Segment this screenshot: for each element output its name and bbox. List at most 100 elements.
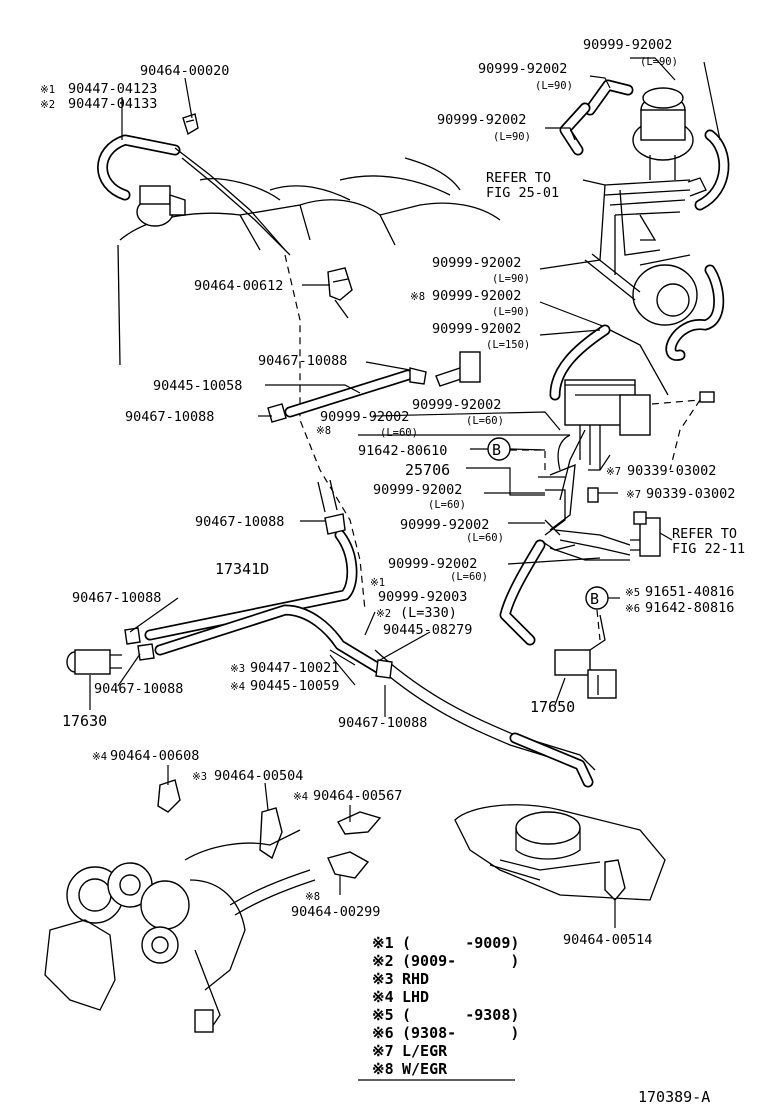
clip-90467-10088-a xyxy=(409,367,427,385)
dashed-route-right xyxy=(639,399,702,471)
label-90467-10088-a: 90467-10088 xyxy=(258,353,347,369)
label-refer-to-25: REFER TO xyxy=(486,170,551,186)
clip-90464-00299 xyxy=(327,851,370,879)
label-90999-92002-f: 90999-92002 xyxy=(432,321,521,337)
clip-90467-10088-b xyxy=(267,403,287,423)
legend-mark-6: ※6 xyxy=(372,1024,394,1042)
mark-3-a: ※3 xyxy=(230,663,245,675)
intake-bottom-right xyxy=(454,804,666,901)
label-25706: 25706 xyxy=(405,461,450,479)
label-17341d: 17341D xyxy=(215,560,269,578)
label-90447-10021: 90447-10021 xyxy=(250,660,339,676)
label-l90-top: (L=90) xyxy=(640,56,678,68)
label-90999-92002-top: 90999-92002 xyxy=(583,37,672,53)
mark-8-c: ※8 xyxy=(305,891,320,903)
legend-mark-2: ※2 xyxy=(372,952,394,970)
mark-8-b: ※8 xyxy=(316,425,331,437)
top-left-valve xyxy=(97,134,291,256)
mark-2-b: ※2 xyxy=(376,608,391,620)
label-90999-92002-j: 90999-92002 xyxy=(400,517,489,533)
connector-right-of-10058 xyxy=(435,351,481,387)
label-refer-to-22: REFER TO xyxy=(672,526,737,542)
label-l60-j: (L=60) xyxy=(466,532,504,544)
label-90445-10058: 90445-10058 xyxy=(153,378,242,394)
label-90999-92002-i: 90999-92002 xyxy=(373,482,462,498)
mark-6: ※6 xyxy=(625,603,640,615)
label-l60-k: (L=60) xyxy=(450,571,488,583)
label-90464-00504: 90464-00504 xyxy=(214,768,303,784)
label-90999-92002-e: 90999-92002 xyxy=(432,288,521,304)
hose-bundle-25706 xyxy=(544,463,576,536)
clip-90467-10088-f xyxy=(137,643,155,661)
label-l330: (L=330) xyxy=(400,605,457,621)
label-l90-b: (L=90) xyxy=(535,80,573,92)
egr-vsv-block xyxy=(557,379,715,503)
label-l150: (L=150) xyxy=(486,339,530,351)
clip-90467-10088-e xyxy=(124,627,141,645)
label-90464-00514: 90464-00514 xyxy=(563,932,652,948)
legend: ※1 ( -9009) ※2 (9009- ) ※3 RHD ※4 LHD ※5… xyxy=(358,934,519,1081)
ref-circle-b-2: B xyxy=(585,586,609,610)
label-90999-92002-k: 90999-92002 xyxy=(388,556,477,572)
label-90999-92002-b: 90999-92002 xyxy=(478,61,567,77)
mark-4-c: ※4 xyxy=(293,791,308,803)
engine-bottom-left xyxy=(44,829,316,1033)
egr-valve-ref xyxy=(630,511,661,557)
figure-id: 170389-A xyxy=(638,1088,710,1106)
mark-4-a: ※4 xyxy=(230,681,245,693)
label-fig-25-01: FIG 25-01 xyxy=(486,185,559,201)
legend-text-3: RHD xyxy=(402,970,429,988)
mark-8-a: ※8 xyxy=(410,291,425,303)
label-l90-e: (L=90) xyxy=(492,306,530,318)
vsv-17630 xyxy=(66,649,122,675)
label-90467-10088-d: 90467-10088 xyxy=(72,590,161,606)
clip-90464-00612 xyxy=(327,267,353,319)
label-90467-10088-f: 90467-10088 xyxy=(338,715,427,731)
legend-mark-3: ※3 xyxy=(372,970,394,988)
label-90464-00612: 90464-00612 xyxy=(194,278,283,294)
dashed-route-left xyxy=(284,254,366,611)
ref-circle-b-1: B xyxy=(487,437,511,461)
label-fig-22-11: FIG 22-11 xyxy=(672,541,745,557)
legend-mark-7: ※7 xyxy=(372,1042,394,1060)
label-l90-d: (L=90) xyxy=(492,273,530,285)
label-90445-08279: 90445-08279 xyxy=(383,622,472,638)
legend-mark-5: ※5 xyxy=(372,1006,394,1024)
label-90999-92003: 90999-92003 xyxy=(378,589,467,605)
dashed-route-b xyxy=(510,449,546,470)
legend-text-8: W/EGR xyxy=(402,1060,448,1078)
label-90464-00608: 90464-00608 xyxy=(110,748,199,764)
clip-90467-10088-c xyxy=(324,513,346,535)
label-90447-04123: 90447-04123 xyxy=(68,81,157,97)
part-labels: 90999-92002 (L=90) 90999-92002 (L=90) 90… xyxy=(40,37,745,948)
mark-1-a: ※1 xyxy=(40,84,55,96)
label-17650: 17650 xyxy=(530,698,575,716)
clip-90464-00504 xyxy=(259,807,283,860)
engine-outline xyxy=(117,157,501,366)
mark-4-b: ※4 xyxy=(92,751,107,763)
clip-90467-10088-d xyxy=(375,659,393,679)
vsv-manifold xyxy=(599,177,707,275)
egr-valve-top xyxy=(632,87,694,180)
vsv-17650 xyxy=(554,614,617,699)
legend-text-5: ( -9308) xyxy=(402,1006,519,1024)
label-90467-10088-e: 90467-10088 xyxy=(94,681,183,697)
label-90464-00567: 90464-00567 xyxy=(313,788,402,804)
label-91642-80610: 91642-80610 xyxy=(358,443,447,459)
clip-90464-00514 xyxy=(604,859,626,902)
label-90447-04133: 90447-04133 xyxy=(68,96,157,112)
mark-7-a: ※7 xyxy=(606,466,621,478)
label-91642-80816: 91642-80816 xyxy=(645,600,734,616)
label-90467-10088-b: 90467-10088 xyxy=(125,409,214,425)
leader-lines xyxy=(89,57,721,928)
clip-90464-00020 xyxy=(182,113,199,136)
legend-mark-4: ※4 xyxy=(372,988,394,1006)
legend-text-6: (9308- ) xyxy=(402,1024,519,1042)
mark-1-b: ※1 xyxy=(370,577,385,589)
label-90339-03002-b: 90339-03002 xyxy=(646,486,735,502)
mark-7-b: ※7 xyxy=(626,489,641,501)
label-90999-92002-h: 90999-92002 xyxy=(320,409,409,425)
label-l60-g: (L=60) xyxy=(466,415,504,427)
legend-mark-1: ※1 xyxy=(372,934,394,952)
